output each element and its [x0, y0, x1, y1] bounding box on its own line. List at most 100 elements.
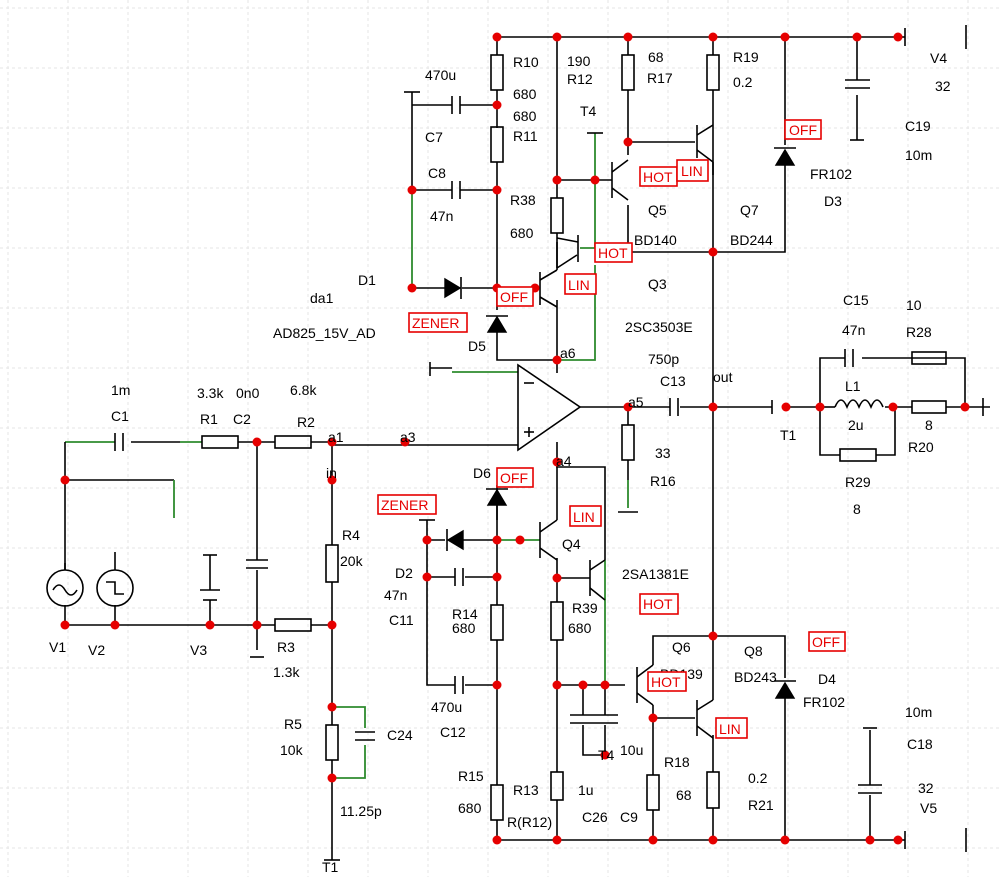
label-c2-value: 0n0: [236, 385, 260, 401]
tag-q3-hot: HOT: [594, 242, 633, 263]
junction-node: [893, 835, 903, 845]
label-r29-value: 8: [853, 501, 861, 517]
junction-node: [252, 620, 262, 630]
label-v5-value: 32: [918, 780, 934, 796]
label-c24-value: 11.25p: [340, 803, 382, 819]
svg-text:ZENER: ZENER: [412, 315, 459, 331]
label-r17: R17: [647, 70, 673, 86]
tag-q8-lin: LIN: [715, 717, 748, 739]
label-c18: C18: [907, 736, 933, 752]
label-c9-value: 10u: [620, 742, 643, 758]
junction-node: [578, 680, 588, 690]
label-r21-value: 0.2: [748, 770, 768, 786]
label-d3: D3: [824, 193, 842, 209]
junction-node: [623, 402, 633, 412]
label-r38: R38: [510, 192, 536, 208]
junction-node: [623, 137, 633, 147]
svg-text:HOT: HOT: [643, 596, 673, 612]
label-d4: D4: [818, 671, 836, 687]
diodes: [444, 147, 796, 699]
junction-node: [327, 702, 337, 712]
label-d6: D6: [473, 465, 491, 481]
label-c12-value: 470u: [431, 699, 462, 715]
label-q3: Q3: [648, 276, 667, 292]
label-r39: R39: [572, 600, 598, 616]
svg-text:ZENER: ZENER: [381, 497, 428, 513]
junction-node: [781, 402, 791, 412]
label-a5: a5: [628, 394, 644, 410]
junction-node: [552, 355, 562, 365]
label-r12: R12: [567, 71, 593, 87]
junction-node: [407, 185, 417, 195]
sources: [46, 552, 134, 607]
label-r19-value: 0.2: [733, 74, 753, 90]
label-c7-value: 470u: [425, 67, 456, 83]
label-r2-value: 6.8k: [290, 382, 317, 398]
junction-node: [205, 620, 215, 630]
label-r16-value: 33: [655, 445, 671, 461]
junction-node: [422, 535, 432, 545]
label-r1-value: 3.3k: [197, 385, 224, 401]
label-r5: R5: [284, 716, 302, 732]
junction-node: [552, 32, 562, 42]
label-v1: V1: [49, 639, 66, 655]
label-r38-value: 680: [510, 225, 534, 241]
label-c13-value: 750p: [648, 351, 679, 367]
label-a4: a4: [556, 453, 572, 469]
label-c18-value: 10m: [905, 704, 932, 720]
label-r17-value: 68: [648, 49, 664, 65]
junction-node: [708, 402, 718, 412]
tag-hot-side: HOT: [639, 593, 679, 615]
label-q4: Q4: [562, 536, 581, 552]
tag-d6-off: OFF: [496, 467, 534, 488]
junction-node: [708, 835, 718, 845]
status-tags: OFF HOT LIN HOT LIN OFF ZENER ZENER OFF …: [377, 119, 846, 739]
label-l1: L1: [845, 378, 861, 394]
label-a1: a1: [328, 429, 344, 445]
label-r20-value: 8: [925, 417, 933, 433]
junction-node: [252, 437, 262, 447]
label-d4-type: FR102: [803, 694, 845, 710]
label-q8: Q8: [744, 643, 763, 659]
junction-node: [708, 32, 718, 42]
junction-node: [708, 631, 718, 641]
svg-text:LIN: LIN: [681, 163, 703, 179]
label-r15: R15: [458, 768, 484, 784]
svg-text:HOT: HOT: [651, 674, 681, 690]
label-c13: C13: [660, 373, 686, 389]
junction-node: [623, 32, 633, 42]
label-q3-type: 2SC3503E: [625, 319, 693, 335]
junction-node: [60, 620, 70, 630]
inductor-L1: [834, 399, 884, 410]
junction-node: [552, 457, 562, 467]
label-a6: a6: [560, 345, 576, 361]
label-v2: V2: [88, 642, 105, 658]
label-r10: R10: [513, 54, 539, 70]
capacitors: [114, 79, 882, 794]
junction-node: [552, 175, 562, 185]
junction-node: [492, 185, 502, 195]
label-r5-value: 10k: [280, 742, 304, 758]
label-v4: V4: [930, 50, 947, 66]
label-r12-value-top: 190: [567, 53, 591, 69]
junction-node: [893, 32, 903, 42]
label-r19: R19: [733, 49, 759, 65]
junction-node: [327, 475, 337, 485]
label-c8-value: 47n: [430, 208, 453, 224]
svg-text:LIN: LIN: [568, 277, 590, 293]
label-r3: R3: [277, 639, 295, 655]
label-c26: C26: [582, 809, 608, 825]
tag-q3-lin: LIN: [564, 273, 597, 295]
junction-node: [60, 475, 70, 485]
component-labels: R10 680 190 R12 680 R11 R38 680 68 R17 R…: [49, 49, 951, 875]
junction-node: [552, 573, 562, 583]
junction-node: [960, 402, 970, 412]
label-da1: da1: [310, 290, 334, 306]
label-r20: R20: [908, 439, 934, 455]
opamp-da1: [517, 363, 582, 452]
junction-node: [590, 175, 600, 185]
label-c1: C1: [111, 408, 129, 424]
label-q8-type: BD243: [734, 669, 777, 685]
label-c15: C15: [843, 292, 869, 308]
